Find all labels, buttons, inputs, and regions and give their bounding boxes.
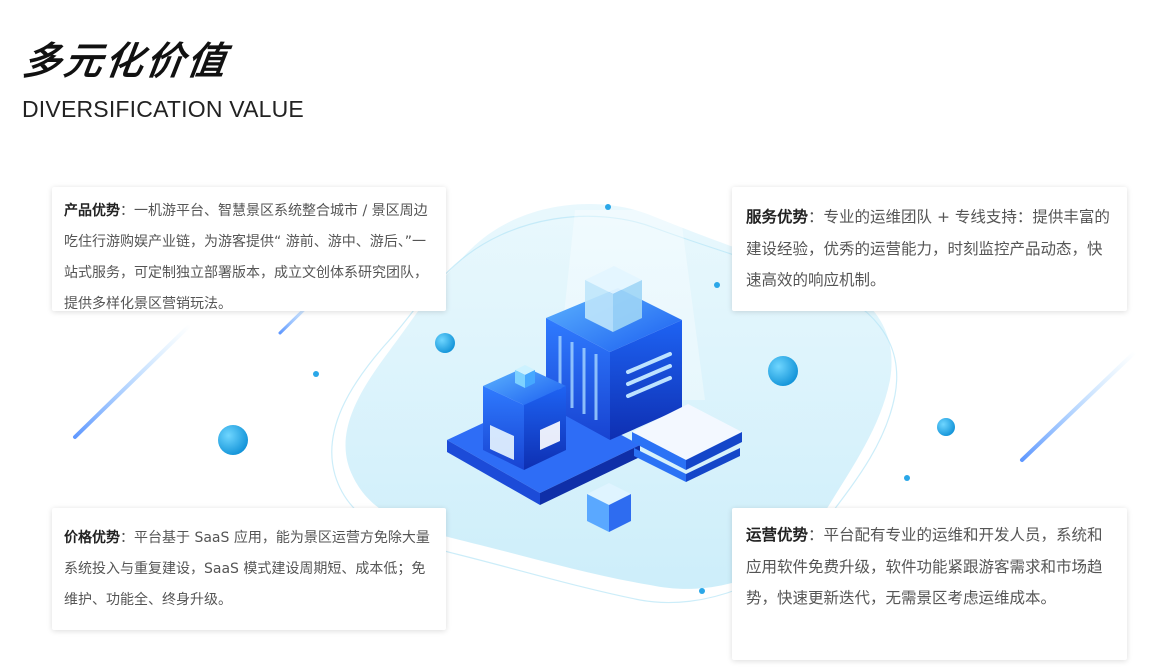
price-advantage-label: 价格优势 (64, 530, 120, 546)
product-advantage-label: 产品优势 (64, 203, 120, 219)
operation-advantage-text: ：平台配有专业的运维和开发人员，系统和应用软件免费升级，软件功能紧跟游客需求和市… (746, 526, 1103, 607)
stack-layer-2 (634, 448, 686, 482)
base-right (540, 445, 640, 505)
float-cube-left (587, 494, 609, 532)
service-advantage-text: ：专业的运维团队 + 专线支持：提供丰富的建设经验，优秀的运营能力，时刻监控产品… (746, 208, 1110, 289)
orb-left (218, 425, 248, 455)
streak-left (73, 323, 192, 439)
dot-1 (605, 204, 611, 210)
mini-cube-right (525, 370, 535, 388)
stack-layer-1 (632, 432, 686, 470)
operation-advantage-card: 运营优势：平台配有专业的运维和开发人员，系统和应用软件免费升级，软件功能紧跟游客… (732, 508, 1127, 660)
price-advantage-text: ：平台基于 SaaS 应用，能为景区运营方免除大量系统投入与重复建设，SaaS … (64, 530, 430, 608)
orb-center-right (768, 356, 798, 386)
stack-layer-1r (686, 432, 742, 470)
product-advantage-text: ：一机游平台、智慧景区系统整合城市 / 景区周边吃住行游购娱产业链，为游客提供“… (64, 203, 428, 312)
streak-right (1020, 350, 1137, 462)
dot-2 (714, 282, 720, 288)
tower-right (610, 320, 682, 440)
small-block-window (490, 425, 514, 460)
service-advantage-card: 服务优势：专业的运维团队 + 专线支持：提供丰富的建设经验，优秀的运营能力，时刻… (732, 187, 1127, 311)
page-subtitle: DIVERSIFICATION VALUE (22, 96, 304, 122)
orb-right (937, 418, 955, 436)
small-block-window-2 (540, 421, 560, 450)
service-advantage-label: 服务优势 (746, 208, 809, 226)
stack-top (632, 404, 742, 460)
mini-cube-left (515, 370, 525, 388)
product-advantage-card: 产品优势：一机游平台、智慧景区系统整合城市 / 景区周边吃住行游购娱产业链，为游… (52, 187, 446, 312)
orb-center-left (435, 333, 455, 353)
price-advantage-card: 价格优势：平台基于 SaaS 应用，能为景区运营方免除大量系统投入与重复建设，S… (52, 508, 446, 630)
float-cube-right (609, 494, 631, 532)
glass-cube-right (613, 280, 642, 332)
dot-4 (904, 475, 910, 481)
glass-cube-left (585, 280, 613, 332)
base-left (447, 440, 540, 505)
tower-vents (626, 352, 672, 398)
operation-advantage-label: 运营优势 (746, 526, 809, 544)
dot-5 (699, 588, 705, 594)
stack-layer-2r (686, 448, 740, 482)
dot-3 (313, 371, 319, 377)
glass-cube-top (585, 266, 642, 294)
